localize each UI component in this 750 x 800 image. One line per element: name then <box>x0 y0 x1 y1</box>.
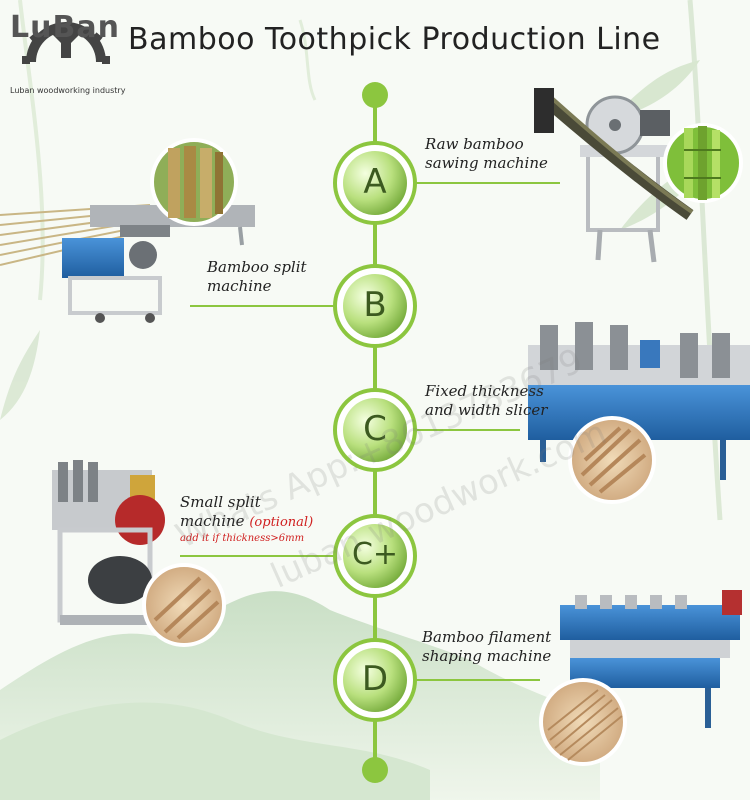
step-circle-c <box>333 388 417 472</box>
step-c-plus-label-text: machine <box>180 512 245 530</box>
step-circle-c-plus <box>333 514 417 598</box>
step-c-plus-label-line-2: machine (optional) <box>180 512 313 532</box>
step-b-label: Bamboo split machine <box>207 258 307 296</box>
step-a-letter: A <box>363 162 387 202</box>
step-circle-a <box>333 141 417 225</box>
bamboo-strips-photo-circle-c <box>568 416 656 504</box>
logo-subtitle: Luban woodworking industry <box>10 86 126 95</box>
step-b-letter: B <box>363 285 387 325</box>
split-machine-image <box>0 204 255 323</box>
step-a: A <box>334 142 416 224</box>
step-d-label-line: shaping machine <box>422 647 552 665</box>
bamboo-strips-photo-circle-c-plus <box>142 563 226 647</box>
step-d-label: Bamboo filament shaping machine <box>422 628 551 666</box>
step-c: C <box>334 389 416 471</box>
step-c-plus: C+ <box>334 515 416 597</box>
sawing-machine-image <box>534 88 694 263</box>
step-d: D <box>334 639 416 721</box>
step-b: B <box>334 265 416 347</box>
step-a-label-line: Raw bamboo <box>425 135 524 153</box>
step-a-label-line: sawing machine <box>425 154 548 172</box>
hills-decoration <box>0 591 600 800</box>
step-d-label-line: Bamboo filament <box>422 628 552 646</box>
shaping-machine-image <box>560 590 742 728</box>
step-d-letter: D <box>361 659 389 699</box>
step-circle-d <box>333 638 417 722</box>
bamboo-photo-circle <box>663 123 743 203</box>
step-c-plus-label: Small split machine (optional) add it if… <box>180 493 313 546</box>
step-c-plus-letter: C+ <box>351 537 399 572</box>
optional-tag: (optional) <box>249 515 314 530</box>
page-title: Bamboo Toothpick Production Line <box>128 22 661 57</box>
step-b-label-line: Bamboo split <box>207 258 307 276</box>
thickness-note: add it if thickness>6mm <box>180 533 305 544</box>
toothpicks-photo-circle <box>539 678 627 766</box>
logo-text: LuBan <box>10 10 120 45</box>
logo-gear-icon <box>22 22 110 64</box>
step-c-label-line: and width slicer <box>425 401 548 419</box>
bamboo-split-photo-circle <box>150 138 238 226</box>
step-c-label: Fixed thickness and width slicer <box>425 382 547 420</box>
small-split-machine-image <box>52 460 165 625</box>
step-c-label-line: Fixed thickness <box>425 382 544 400</box>
step-circle-b <box>333 264 417 348</box>
step-a-label: Raw bamboo sawing machine <box>425 135 548 173</box>
step-c-letter: C <box>363 409 387 449</box>
step-c-plus-label-line: Small split <box>180 493 261 511</box>
step-b-label-line: machine <box>207 277 272 295</box>
